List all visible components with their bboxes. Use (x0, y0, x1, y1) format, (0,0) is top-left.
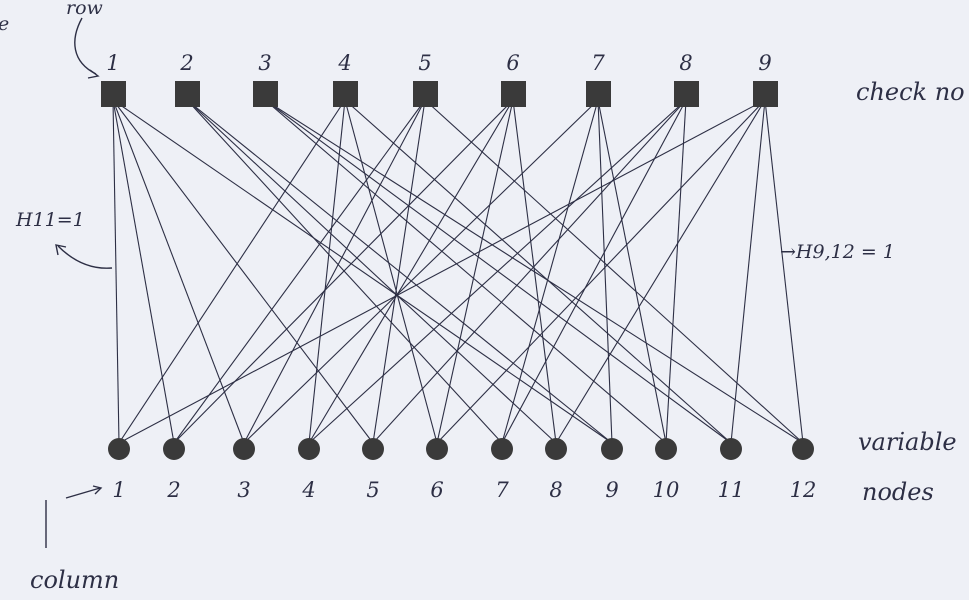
edge-c7-v9 (597, 99, 613, 444)
variable-node (362, 438, 384, 460)
variable-node (233, 438, 255, 460)
edge-c5-v5 (372, 99, 426, 444)
edge-c1-v2 (112, 99, 175, 444)
edge-c4-v4 (308, 99, 346, 444)
column-label: column (30, 566, 119, 594)
variable-node-label: 3 (237, 478, 250, 502)
edge-c9-v12 (764, 99, 804, 444)
edge-c8-v10 (665, 99, 687, 444)
variable-node (545, 438, 567, 460)
edge-c9-v1 (118, 99, 766, 444)
edge-c8-v5 (372, 99, 687, 444)
edge-c1-v5 (112, 99, 374, 444)
edge-c6-v4 (308, 99, 514, 444)
check-node (175, 81, 200, 107)
check-nodes-label: check no (856, 78, 965, 106)
edge-c4-v6 (344, 99, 438, 444)
edge-c3-v10 (264, 99, 667, 444)
h11-annotation: H11=1 (15, 209, 85, 231)
variable-node-label: 6 (430, 478, 443, 502)
check-node (586, 81, 611, 107)
variable-node-label: 1 (112, 478, 125, 502)
edge-c5-v12 (424, 99, 804, 444)
column-pointer-icon (65, 487, 101, 499)
edge-c9-v6 (436, 99, 766, 444)
check-node (101, 81, 126, 107)
edge-c1-v3 (112, 99, 245, 444)
variable-node (108, 438, 130, 460)
edge-c6-v6 (436, 99, 514, 444)
edge-c7-v7 (501, 99, 599, 444)
variable-node-label: 2 (166, 478, 180, 502)
variable-node (298, 438, 320, 460)
row-arrowhead-icon (87, 69, 100, 79)
check-node-label: 8 (679, 51, 692, 75)
edge-layer (112, 99, 804, 444)
variable-node-label: 7 (495, 478, 509, 502)
check-node-label: 5 (418, 51, 431, 75)
variable-node (163, 438, 185, 460)
edge-c5-v2 (173, 99, 426, 444)
edge-c1-v1 (112, 99, 120, 444)
edge-c6-v2 (173, 99, 514, 444)
edge-c9-v11 (730, 99, 766, 444)
variable-node (491, 438, 513, 460)
variable-node (792, 438, 814, 460)
check-node-label: 6 (506, 51, 519, 75)
variable-node (426, 438, 448, 460)
edge-c8-v4 (308, 99, 687, 444)
variable-node (655, 438, 677, 460)
check-node-label: 2 (179, 51, 193, 75)
edge-c1-v9 (112, 99, 613, 444)
check-node (333, 81, 358, 107)
edge-c5-v3 (243, 99, 426, 444)
edge-c6-v8 (512, 99, 557, 444)
check-node-label: 7 (591, 51, 605, 75)
variable-node-label: 5 (366, 478, 379, 502)
edge-mark: e (0, 13, 9, 35)
variable-node-label: 8 (549, 478, 562, 502)
check-node (753, 81, 778, 107)
edge-c4-v1 (118, 99, 346, 444)
h11-arrow-icon (57, 245, 113, 269)
row-label: row (66, 0, 103, 19)
check-node-label: 1 (106, 51, 119, 75)
variable-node (720, 438, 742, 460)
check-node-label: 9 (758, 51, 771, 75)
check-node (501, 81, 526, 107)
variable-node-label: 11 (718, 478, 745, 502)
edge-c4-v11 (344, 99, 732, 444)
h11-arrowhead-icon (55, 244, 67, 256)
edge-c7-v10 (597, 99, 667, 444)
variable-label-line1: variable (858, 428, 957, 456)
check-node-label: 4 (337, 51, 351, 75)
check-node (674, 81, 699, 107)
edge-c2-v8 (186, 99, 557, 444)
h912-annotation: →H9,12 = 1 (780, 241, 895, 263)
variable-node-label: 9 (605, 478, 618, 502)
check-node-label: 3 (258, 51, 271, 75)
variable-node (601, 438, 623, 460)
check-node-layer: 1 2 3 4 5 6 7 8 9 (101, 51, 778, 107)
variable-node-label: 12 (790, 478, 817, 502)
variable-label-line2: nodes (862, 478, 934, 506)
edge-c2-v7 (186, 99, 503, 444)
variable-node-label: 10 (653, 478, 680, 502)
variable-node-label: 4 (301, 478, 315, 502)
edge-c7-v3 (243, 99, 599, 444)
row-arrow-icon (74, 17, 97, 75)
check-node (413, 81, 438, 107)
column-pointer-head-icon (92, 485, 103, 495)
edge-c9-v8 (555, 99, 766, 444)
check-node (253, 81, 278, 107)
edge-c8-v7 (501, 99, 687, 444)
